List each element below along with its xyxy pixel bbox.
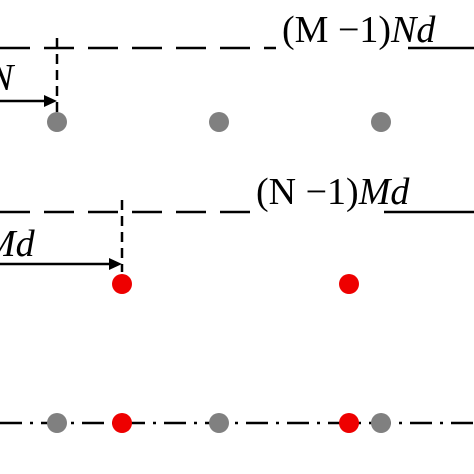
- combined-sensor-gray: [209, 413, 229, 433]
- middle-span-label: (N −1)Md: [256, 171, 410, 213]
- top-span-label: (M −1)Nd: [282, 9, 436, 51]
- top-arrow-label: N: [0, 57, 16, 99]
- top-span-tail: Nd: [390, 9, 436, 51]
- top-arrow-head: [44, 95, 57, 107]
- top-sensor: [47, 112, 67, 132]
- middle-sensor: [339, 274, 359, 294]
- middle-arrow-head: [109, 258, 122, 270]
- combined-sensor-red: [339, 413, 359, 433]
- top-sensor: [209, 112, 229, 132]
- top-sensor: [371, 112, 391, 132]
- combined-sensor-gray: [371, 413, 391, 433]
- middle-span-paren: (N −1): [256, 171, 359, 213]
- middle-sensor: [112, 274, 132, 294]
- combined-sensor-red: [112, 413, 132, 433]
- middle-span-tail: Md: [358, 171, 411, 213]
- top-span-paren: (M −1): [282, 9, 391, 51]
- combined-sensor-gray: [47, 413, 67, 433]
- middle-arrow-label: Md: [0, 223, 36, 265]
